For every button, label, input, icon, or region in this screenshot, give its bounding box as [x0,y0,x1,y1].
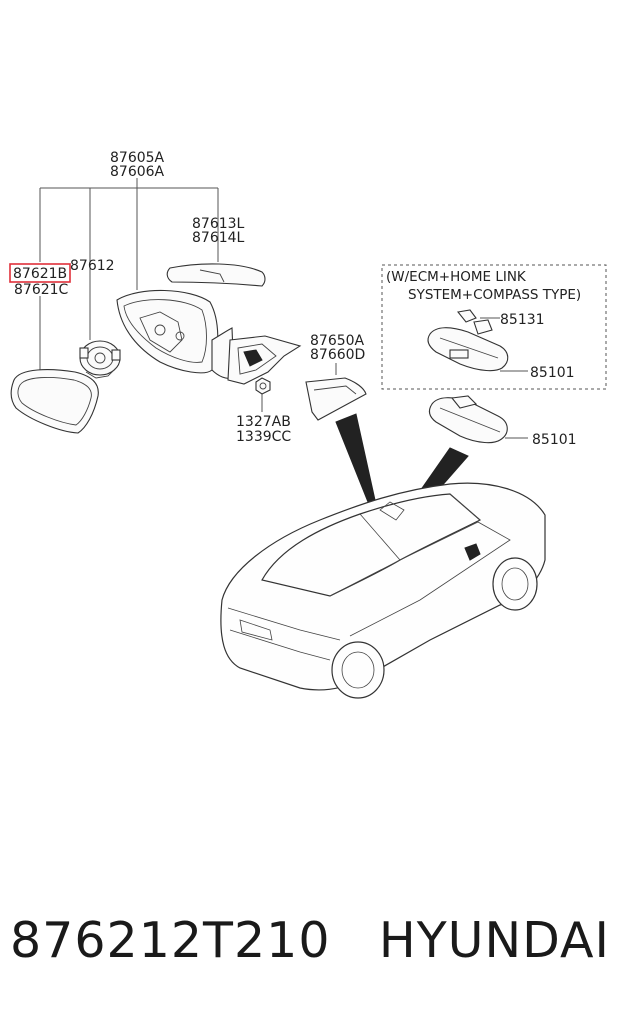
label-cover-l1: 87613L [192,216,245,232]
label-inner-mirror-2: 85101 [532,432,577,448]
label-inner-mirror-1: 85101 [530,365,575,381]
label-actuator: 87612 [70,258,115,274]
upper-cover [166,263,266,287]
car-illustration [220,482,546,699]
label-cover-d: 87660D [310,347,365,363]
parts-diagram: 87605A 87606A 87613L 87614L 87621B 87621… [9,150,607,699]
label-cover-a: 87650A [310,333,365,349]
brand-name: HYUNDAI [378,911,610,969]
label-sensor: 85131 [500,312,545,328]
label-housing-b: 87606A [110,164,165,180]
label-ecm-note-2: SYSTEM+COMPASS TYPE) [408,287,581,303]
label-bolt-2: 1339CC [236,429,291,445]
pointer-wedge-left [335,413,376,503]
mirror-base [227,335,302,385]
actuator-motor [79,340,121,379]
label-glass-b: 87621B [13,266,67,282]
label-bolt-1: 1327AB [236,414,291,430]
inner-mirror [428,395,508,444]
label-cover-l2: 87614L [192,230,245,246]
label-ecm-note-1: (W/ECM+HOME LINK [386,269,527,285]
part-number: 876212T210 [10,911,331,969]
highlight-box [9,263,71,283]
mirror-glass [10,369,99,434]
leader-lines [39,178,528,439]
inner-mirror-ecm [427,327,509,372]
triangle-cover [305,377,367,421]
footer: 876212T210 HYUNDAI [10,900,610,980]
label-glass-c: 87621C [14,282,69,298]
label-housing-a: 87605A [110,150,165,166]
rain-sensor [456,309,493,335]
bolt [255,377,271,395]
mirror-housing [116,289,235,380]
